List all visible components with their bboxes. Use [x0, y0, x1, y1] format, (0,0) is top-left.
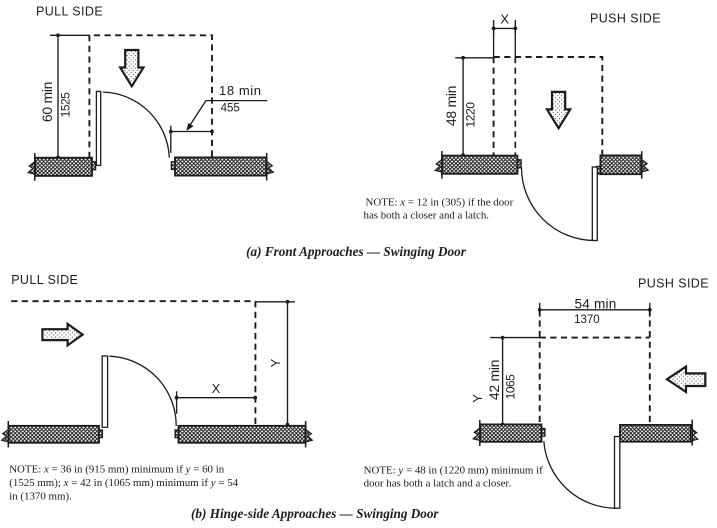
svg-text:48 min: 48 min: [443, 86, 459, 126]
svg-text:60 min: 60 min: [39, 82, 55, 122]
svg-text:(1525 mm); x = 42 in (1065 mm): (1525 mm); x = 42 in (1065 mm) minimum i…: [9, 477, 238, 489]
svg-text:door has both a latch and a cl: door has both a latch and a closer.: [364, 478, 512, 490]
svg-text:in (1370 mm).: in (1370 mm).: [9, 490, 72, 502]
svg-text:PUSH SIDE: PUSH SIDE: [590, 12, 661, 26]
svg-text:PULL SIDE: PULL SIDE: [11, 273, 78, 287]
svg-text:NOTE: y = 48 in (1220 mm) mini: NOTE: y = 48 in (1220 mm) minimum if: [364, 465, 544, 477]
svg-text:18 min: 18 min: [219, 83, 262, 98]
svg-text:54 min: 54 min: [574, 297, 616, 312]
svg-text:1220: 1220: [464, 102, 478, 128]
svg-text:(b) Hinge-side Approaches — Sw: (b) Hinge-side Approaches — Swinging Doo…: [191, 506, 439, 521]
svg-text:42 min: 42 min: [486, 360, 502, 400]
svg-text:NOTE: x = 36 in (915 mm) minim: NOTE: x = 36 in (915 mm) minimum if y = …: [9, 464, 225, 476]
svg-text:X: X: [500, 11, 509, 26]
svg-text:Y: Y: [268, 358, 283, 367]
svg-text:1525: 1525: [59, 92, 73, 118]
svg-text:X: X: [212, 381, 221, 396]
svg-text:(a) Front Approaches — Swingin: (a) Front Approaches — Swinging Door: [246, 244, 467, 259]
svg-text:Y: Y: [470, 394, 485, 403]
svg-text:1370: 1370: [574, 314, 600, 326]
svg-text:1065: 1065: [504, 374, 518, 400]
svg-text:has both a closer and a latch.: has both a closer and a latch.: [364, 210, 490, 222]
svg-text:455: 455: [221, 102, 240, 114]
svg-text:NOTE: x = 12 in (305) if the d: NOTE: x = 12 in (305) if the door: [366, 197, 514, 209]
svg-text:PUSH SIDE: PUSH SIDE: [638, 276, 709, 290]
svg-text:PULL SIDE: PULL SIDE: [36, 5, 103, 19]
